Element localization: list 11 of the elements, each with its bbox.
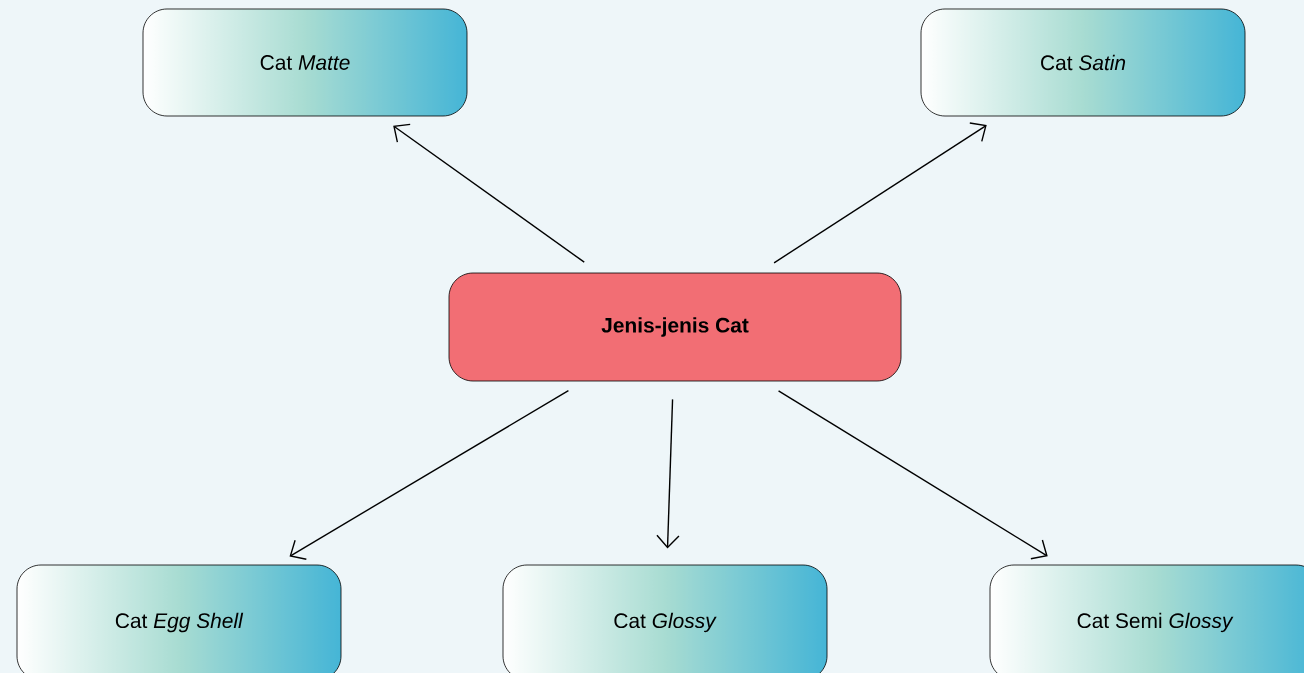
paint-type-box: Cat Egg Shell <box>16 564 342 673</box>
arrow <box>773 122 987 264</box>
arrow <box>393 123 585 263</box>
paint-type-box: Cat Glossy <box>502 564 828 673</box>
arrow <box>656 398 680 549</box>
paint-type-box: Cat Semi Glossy <box>989 564 1304 673</box>
arrow <box>289 389 570 560</box>
category-box: Jenis-jenis Cat <box>448 272 902 382</box>
paint-type-box: Cat Matte <box>142 8 468 117</box>
paint-type-box: Cat Satin <box>920 8 1246 117</box>
arrow <box>777 390 1048 560</box>
